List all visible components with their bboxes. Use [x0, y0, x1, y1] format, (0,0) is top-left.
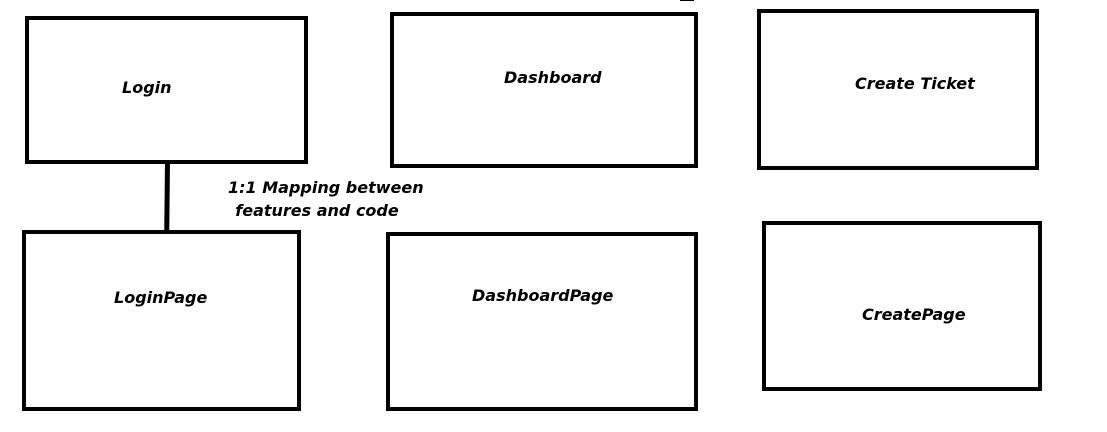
login-page-code-label: LoginPage: [114, 288, 208, 307]
login-feature-box: [25, 16, 308, 164]
create-page-code-box: [762, 221, 1042, 391]
mapping-annotation: 1:1 Mapping between features and code: [228, 176, 424, 222]
create-page-code-label: CreatePage: [862, 305, 966, 324]
dashboard-feature-box: [390, 12, 698, 168]
top-edge-mark: [680, 0, 694, 1]
mapping-annotation-line2: features and code: [235, 201, 399, 220]
dashboard-feature-label: Dashboard: [504, 68, 602, 87]
login-page-code-box: [22, 230, 301, 411]
dashboard-page-code-label: DashboardPage: [472, 286, 614, 305]
dashboard-page-code-box: [386, 232, 698, 411]
mapping-connector-line: [164, 159, 170, 237]
login-feature-label: Login: [122, 78, 172, 97]
mapping-annotation-line1: 1:1 Mapping between: [228, 178, 424, 197]
create-ticket-feature-box: [757, 9, 1039, 170]
create-ticket-feature-label: Create Ticket: [855, 74, 975, 93]
